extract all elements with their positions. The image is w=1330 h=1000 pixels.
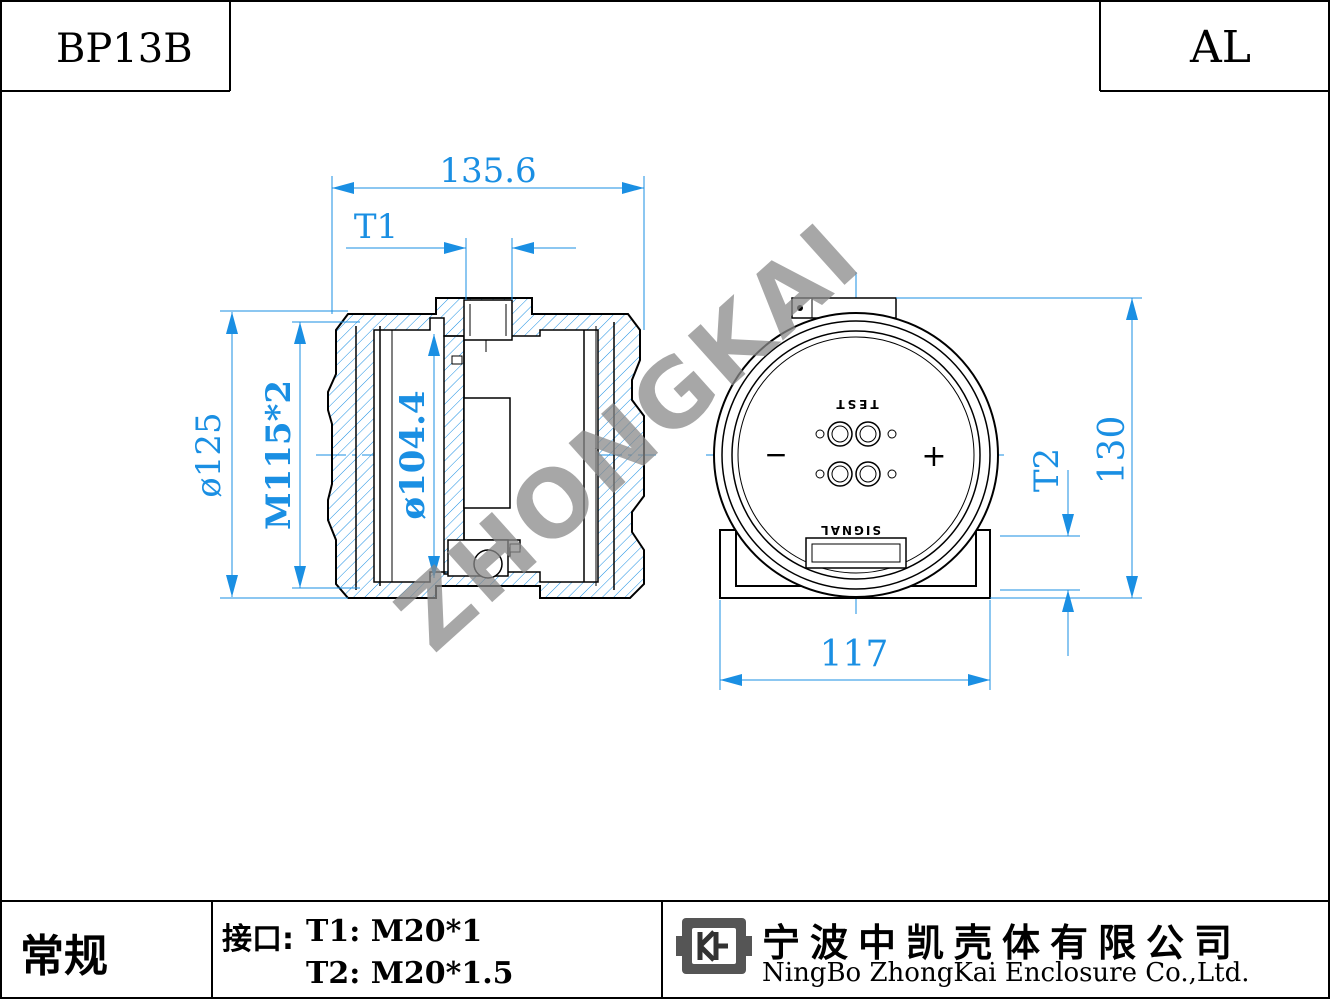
- material-code: AL: [1190, 22, 1251, 73]
- company-logo-icon: [676, 918, 752, 974]
- t2-spec: T2: M20*1.5: [306, 956, 514, 991]
- dim-t2: T2: [1027, 448, 1067, 492]
- dim-t1: T1: [354, 207, 398, 247]
- dim-thread: M115*2: [259, 380, 299, 530]
- dim-width: 117: [820, 634, 889, 675]
- dim-length: 135.6: [439, 151, 536, 191]
- t1-spec: T1: M20*1: [306, 914, 483, 949]
- signal-label: SIGNAL: [819, 523, 881, 537]
- plus-label: +: [921, 439, 946, 474]
- test-label: TEST: [833, 397, 878, 411]
- dim-inner-dia: ø104.4: [393, 390, 433, 519]
- port-label: 接口:: [222, 922, 294, 957]
- company-name-en: NingBo ZhongKai Enclosure Co.,Ltd.: [762, 958, 1250, 988]
- minus-label: −: [764, 438, 787, 471]
- terminal-icon: [815, 421, 897, 487]
- side-section-view: [220, 176, 656, 599]
- dim-outer-dia: ø125: [189, 412, 229, 497]
- company-name-cn: 宁波中凯壳体有限公司: [762, 921, 1243, 965]
- type-label: 常规: [20, 931, 108, 982]
- model-number: BP13B: [56, 26, 193, 72]
- dim-height: 130: [1092, 416, 1133, 485]
- front-view: [706, 272, 1142, 690]
